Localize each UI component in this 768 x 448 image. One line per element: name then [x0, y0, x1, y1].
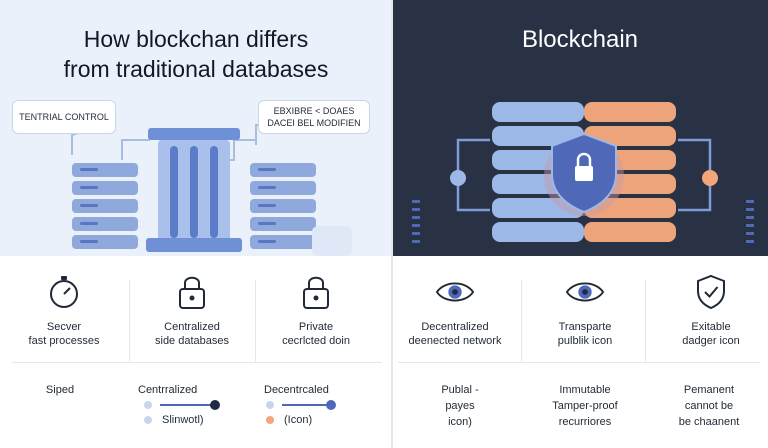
slider-knob[interactable] — [210, 400, 220, 410]
node-right — [702, 170, 718, 186]
title-line-1: How blockchan differs — [83, 26, 309, 52]
centralized-sub: Slinwotl) — [144, 414, 204, 426]
centralized-label: Centrralized — [138, 384, 198, 396]
server-stack-orange — [584, 102, 676, 242]
legend-dot — [144, 416, 152, 424]
separator — [129, 280, 130, 362]
side-bars — [412, 200, 754, 243]
centralized-slider[interactable] — [144, 400, 224, 410]
slider-track — [282, 404, 330, 406]
slider-dot — [144, 401, 152, 409]
eye-icon — [565, 272, 605, 312]
central-control-callout: TENTRIAL CONTROL — [12, 100, 116, 134]
speed-label: Siped — [45, 384, 75, 396]
separator — [255, 280, 256, 362]
shield-lock-icon — [544, 132, 624, 216]
row-separator — [12, 362, 382, 363]
legend-dot — [266, 416, 274, 424]
decentralized-slider[interactable] — [266, 400, 342, 410]
stopwatch-icon — [44, 272, 84, 312]
server-stack-blue — [492, 102, 584, 242]
decentralized-label: Decentrcaled — [264, 384, 329, 396]
separator — [645, 280, 646, 362]
callout-right-line-1: EBXIBRE < DOAES — [273, 106, 355, 116]
central-database-pillar — [146, 128, 242, 252]
modification-callout: EBXIBRE < DOAES DACEI BEL MODIFIEN — [258, 100, 370, 134]
slider-knob[interactable] — [326, 400, 336, 410]
row-separator — [398, 362, 760, 363]
title-line-2: from traditional databases — [63, 56, 329, 82]
node-left — [450, 170, 466, 186]
shield-check-icon — [691, 272, 731, 312]
callout-left-text: TENTRIAL CONTROL — [19, 112, 109, 122]
callout-right-line-2: DACEI BEL MODIFIEN — [267, 118, 361, 128]
lock-icon — [172, 272, 212, 312]
column-divider — [391, 0, 393, 448]
page-title: How blockchan differs from traditional d… — [0, 24, 392, 84]
hero-illustration — [71, 102, 754, 256]
server-stack-left — [72, 163, 138, 249]
eye-icon — [435, 272, 475, 312]
slider-dot — [266, 401, 274, 409]
blockchain-title: Blockchain — [521, 26, 639, 53]
slider-track — [160, 404, 216, 406]
separator — [521, 280, 522, 362]
lock-icon — [296, 272, 336, 312]
decentralized-sub: (Icon) — [266, 414, 312, 426]
server-stack-right — [250, 163, 316, 249]
